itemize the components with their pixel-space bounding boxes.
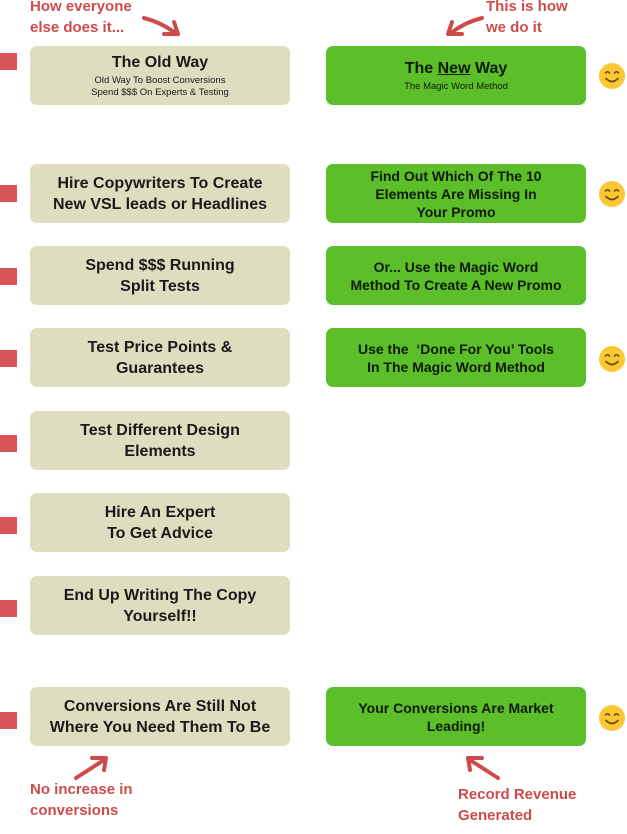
new-step-2: Or... Use the Magic Word Method To Creat… [326, 246, 586, 305]
new-step-1: Find Out Which Of The 10 Elements Are Mi… [326, 164, 586, 223]
old-step-4: Test Different Design Elements [30, 411, 290, 470]
smiley-icon [599, 181, 625, 207]
old-way-sub-2: Spend $$$ On Experts & Testing [91, 86, 229, 98]
callout-how-everyone: How everyone else does it... [30, 0, 132, 36]
callout-this-is-how: This is how we do it [486, 0, 568, 36]
marker-square [0, 600, 17, 617]
arrow-up-right-icon [74, 756, 108, 780]
smiley-icon [599, 705, 625, 731]
old-step-5: Hire An Expert To Get Advice [30, 493, 290, 552]
callout-no-increase: No increase in conversions [30, 781, 133, 819]
marker-square [0, 350, 17, 367]
marker-square [0, 53, 17, 70]
arrow-up-left-icon [466, 756, 500, 780]
old-step-6: End Up Writing The Copy Yourself!! [30, 576, 290, 635]
new-way-title: The New Way [404, 59, 508, 77]
marker-square [0, 712, 17, 729]
marker-square [0, 435, 17, 452]
new-outcome: Your Conversions Are Market Leading! [326, 687, 586, 746]
old-step-1: Hire Copywriters To Create New VSL leads… [30, 164, 290, 223]
old-step-2: Spend $$$ Running Split Tests [30, 246, 290, 305]
old-step-3: Test Price Points & Guarantees [30, 328, 290, 387]
marker-square [0, 185, 17, 202]
marker-square [0, 268, 17, 285]
arrow-down-left-icon [446, 16, 484, 36]
new-way-header: The New Way The Magic Word Method [326, 46, 586, 105]
old-outcome: Conversions Are Still Not Where You Need… [30, 687, 290, 746]
smiley-icon [599, 63, 625, 89]
smiley-icon [599, 346, 625, 372]
new-way-sub: The Magic Word Method [404, 80, 508, 92]
old-way-header: The Old Way Old Way To Boost Conversions… [30, 46, 290, 105]
arrow-down-right-icon [142, 16, 180, 36]
new-step-3: Use the ‘Done For You’ Tools In The Magi… [326, 328, 586, 387]
callout-record-revenue: Record Revenue Generated [458, 786, 577, 824]
old-way-title: The Old Way [111, 53, 209, 71]
marker-square [0, 517, 17, 534]
old-way-sub-1: Old Way To Boost Conversions [94, 74, 226, 86]
